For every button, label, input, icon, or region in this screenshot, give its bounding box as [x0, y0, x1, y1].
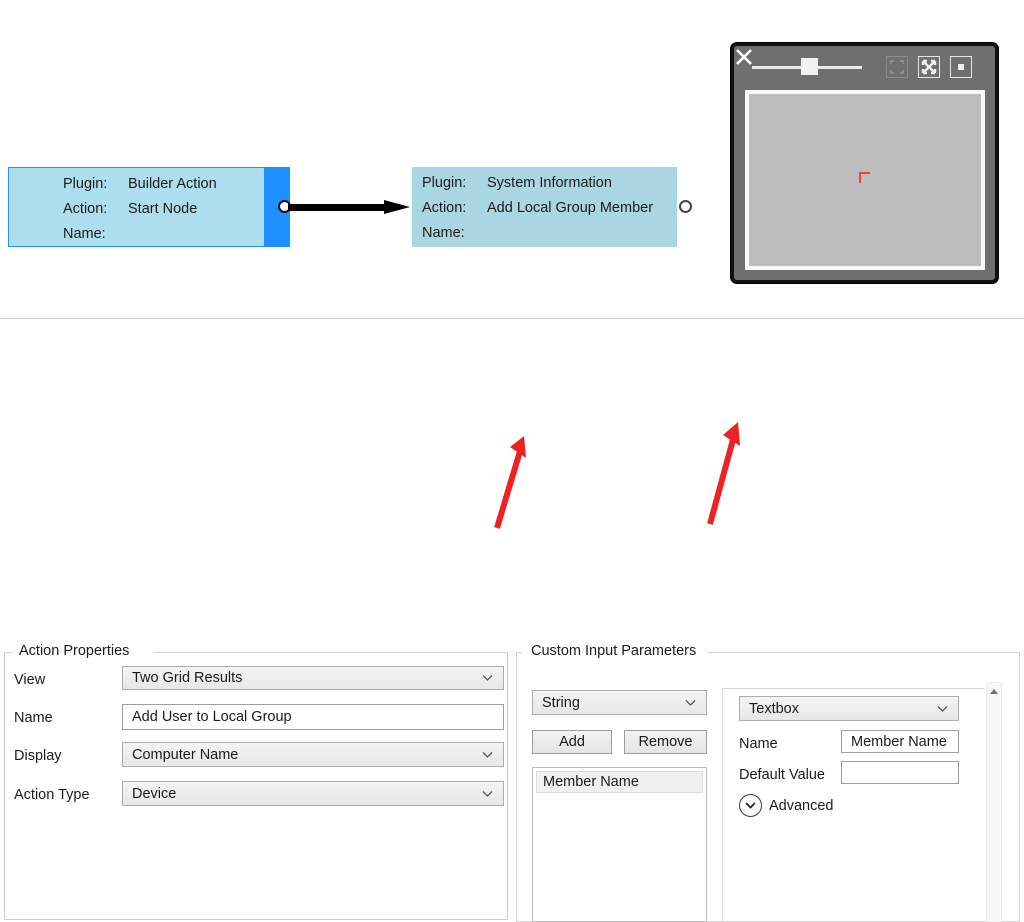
advanced-expander[interactable]: Advanced — [739, 794, 834, 817]
group-border-top-right — [154, 652, 508, 653]
node-system-information-output-connector[interactable] — [679, 200, 692, 213]
chevron-down-circle-icon — [739, 794, 762, 817]
node-action-value: Add Local Group Member — [487, 200, 654, 216]
group-border-top-left — [516, 652, 522, 653]
parameter-detail-panel: Textbox Name Member Name Default Value — [722, 688, 984, 922]
node-plugin-row: Plugin: System Information — [422, 171, 653, 196]
action-type-label: Action Type — [14, 787, 90, 803]
parameter-type-select-value: String — [542, 694, 580, 711]
chevron-down-icon — [937, 705, 948, 712]
action-properties-title: Action Properties — [14, 643, 135, 659]
list-item[interactable]: Member Name — [536, 771, 703, 793]
workflow-canvas[interactable]: Plugin: Builder Action Action: Start Nod… — [0, 0, 1024, 320]
annotation-arrow-add-button — [494, 436, 526, 529]
name-input[interactable]: Add User to Local Group — [122, 704, 504, 730]
fit-screen-icon[interactable] — [886, 56, 908, 78]
view-select[interactable]: Two Grid Results — [122, 666, 504, 690]
node-name-label: Name: — [63, 226, 106, 242]
control-type-select-value: Textbox — [749, 700, 799, 717]
parameter-list[interactable]: Member Name — [532, 767, 707, 922]
chevron-down-icon — [482, 675, 493, 681]
add-button[interactable]: Add — [532, 730, 612, 754]
custom-input-parameters-title: Custom Input Parameters — [526, 643, 702, 659]
panel-divider — [0, 318, 1024, 319]
default-value-label: Default Value — [739, 767, 825, 783]
group-border-top-left — [4, 652, 12, 653]
workflow-node-start[interactable]: Plugin: Builder Action Action: Start Nod… — [8, 167, 290, 247]
node-plugin-label: Plugin: — [422, 175, 467, 191]
expand-icon[interactable] — [918, 56, 940, 78]
node-name-row: Name: — [422, 221, 653, 246]
remove-button[interactable]: Remove — [624, 730, 707, 754]
default-value-input[interactable] — [841, 761, 959, 784]
preview-window[interactable] — [731, 43, 998, 283]
node-action-row: Action: Start Node — [63, 197, 217, 222]
display-select[interactable]: Computer Name — [122, 742, 504, 767]
node-plugin-row: Plugin: Builder Action — [63, 172, 217, 197]
scroll-up-arrow-icon[interactable] — [987, 685, 1001, 699]
control-type-select[interactable]: Textbox — [739, 696, 959, 721]
flow-connection-arrow — [288, 200, 410, 214]
group-border-top-right — [708, 652, 1020, 653]
action-properties-group: Action Properties View Two Grid Results … — [4, 643, 508, 920]
parameter-name-input[interactable]: Member Name — [841, 730, 959, 753]
parameter-name-label: Name — [739, 736, 778, 752]
node-action-value: Start Node — [128, 201, 198, 217]
preview-window-titlebar[interactable] — [734, 46, 995, 88]
vertical-scrollbar[interactable] — [986, 682, 1002, 922]
name-input-value: Add User to Local Group — [132, 709, 292, 725]
view-select-value: Two Grid Results — [132, 670, 243, 686]
display-select-value: Computer Name — [132, 746, 239, 763]
chevron-down-icon — [482, 751, 493, 758]
name-label: Name — [14, 710, 53, 726]
parameter-name-value: Member Name — [851, 733, 947, 750]
node-plugin-value: Builder Action — [128, 176, 217, 192]
node-name-row: Name: — [63, 222, 217, 247]
preview-canvas[interactable] — [745, 90, 985, 270]
action-type-select-value: Device — [132, 785, 177, 802]
node-plugin-value: System Information — [487, 175, 612, 191]
custom-input-parameters-group: Custom Input Parameters String Add Remov… — [516, 643, 1020, 922]
node-plugin-label: Plugin: — [63, 176, 108, 192]
node-name-label: Name: — [422, 225, 465, 241]
advanced-label: Advanced — [769, 797, 834, 814]
view-label: View — [14, 672, 46, 688]
zoom-slider-handle[interactable] — [801, 58, 818, 75]
close-icon[interactable] — [734, 46, 754, 68]
zoom-slider[interactable] — [752, 58, 862, 75]
display-label: Display — [14, 748, 62, 764]
cursor-mark-icon — [859, 172, 870, 183]
minimize-icon[interactable] — [950, 56, 972, 78]
chevron-down-icon — [685, 699, 696, 706]
parameter-type-select[interactable]: String — [532, 690, 707, 715]
node-action-label: Action: — [422, 200, 467, 216]
action-type-select[interactable]: Device — [122, 781, 504, 806]
chevron-down-icon — [482, 790, 493, 797]
node-action-label: Action: — [63, 201, 108, 217]
node-action-row: Action: Add Local Group Member — [422, 196, 653, 221]
workflow-node-system-information[interactable]: Plugin: System Information Action: Add L… — [412, 167, 677, 247]
annotation-arrow-name-field — [707, 422, 740, 525]
